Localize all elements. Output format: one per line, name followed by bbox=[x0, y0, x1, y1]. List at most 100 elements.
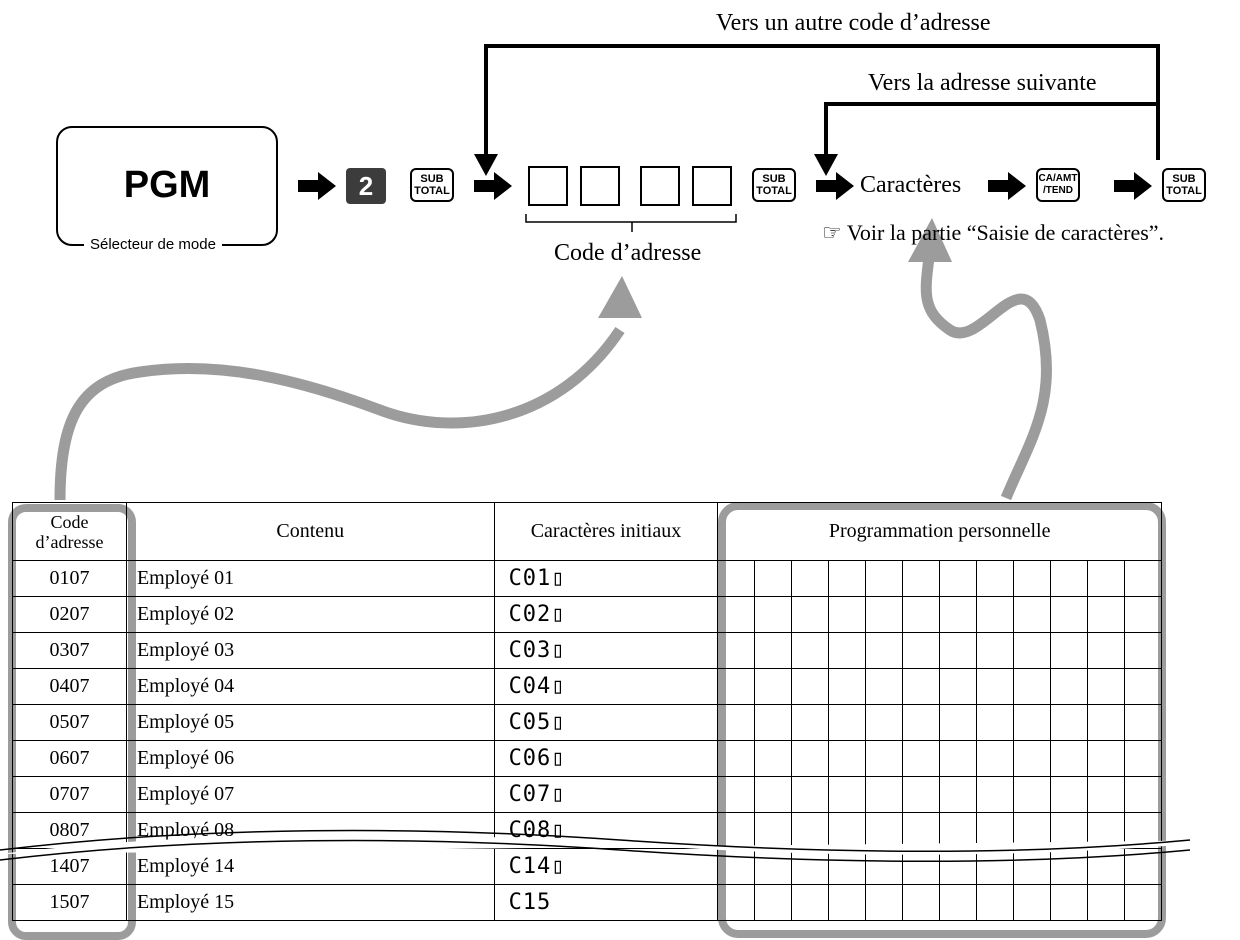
personal-programming-cell[interactable] bbox=[717, 776, 756, 813]
personal-programming-cell[interactable] bbox=[828, 668, 867, 705]
personal-programming-cell[interactable] bbox=[828, 632, 867, 669]
personal-programming-cell[interactable] bbox=[939, 704, 978, 741]
personal-programming-cell[interactable] bbox=[976, 704, 1014, 741]
personal-programming-cell[interactable] bbox=[902, 776, 941, 813]
personal-programming-cell[interactable] bbox=[902, 560, 941, 597]
personal-programming-cell[interactable] bbox=[1123, 884, 1163, 921]
personal-programming-cell[interactable] bbox=[976, 848, 1014, 885]
personal-programming-cell[interactable] bbox=[1123, 668, 1163, 705]
personal-programming-cell[interactable] bbox=[828, 704, 867, 741]
personal-programming-cell[interactable] bbox=[1086, 740, 1125, 777]
personal-programming-cell[interactable] bbox=[828, 560, 867, 597]
personal-programming-cell[interactable] bbox=[1049, 596, 1088, 633]
personal-programming-cell[interactable] bbox=[754, 596, 793, 633]
personal-programming-cell[interactable] bbox=[1086, 632, 1125, 669]
personal-programming-cell[interactable] bbox=[865, 812, 904, 849]
personal-programming-cell[interactable] bbox=[791, 596, 830, 633]
personal-programming-cell[interactable] bbox=[828, 884, 867, 921]
personal-programming-cell[interactable] bbox=[865, 560, 904, 597]
personal-programming-cell[interactable] bbox=[1049, 560, 1088, 597]
personal-programming-cell[interactable] bbox=[1086, 596, 1125, 633]
personal-programming-cell[interactable] bbox=[902, 884, 941, 921]
personal-programming-cell[interactable] bbox=[828, 596, 867, 633]
personal-programming-cell[interactable] bbox=[791, 632, 830, 669]
personal-programming-cell[interactable] bbox=[1086, 560, 1125, 597]
personal-programming-cell[interactable] bbox=[717, 668, 756, 705]
personal-programming-cell[interactable] bbox=[1049, 704, 1088, 741]
personal-programming-cell[interactable] bbox=[717, 812, 756, 849]
personal-programming-cell[interactable] bbox=[717, 632, 756, 669]
personal-programming-cell[interactable] bbox=[828, 776, 867, 813]
personal-programming-cell[interactable] bbox=[976, 596, 1014, 633]
personal-programming-cell[interactable] bbox=[1013, 884, 1051, 921]
personal-programming-cell[interactable] bbox=[754, 884, 793, 921]
personal-programming-cell[interactable] bbox=[976, 560, 1014, 597]
personal-programming-cell[interactable] bbox=[1049, 776, 1088, 813]
personal-programming-cell[interactable] bbox=[939, 776, 978, 813]
personal-programming-cell[interactable] bbox=[791, 740, 830, 777]
personal-programming-cell[interactable] bbox=[865, 776, 904, 813]
personal-programming-cell[interactable] bbox=[865, 704, 904, 741]
personal-programming-cell[interactable] bbox=[1013, 740, 1051, 777]
personal-programming-cell[interactable] bbox=[865, 740, 904, 777]
personal-programming-cell[interactable] bbox=[1086, 704, 1125, 741]
personal-programming-cell[interactable] bbox=[865, 668, 904, 705]
personal-programming-cell[interactable] bbox=[1013, 596, 1051, 633]
personal-programming-cell[interactable] bbox=[754, 776, 793, 813]
personal-programming-cell[interactable] bbox=[1049, 884, 1088, 921]
personal-programming-cell[interactable] bbox=[976, 668, 1014, 705]
personal-programming-cell[interactable] bbox=[939, 740, 978, 777]
personal-programming-cell[interactable] bbox=[754, 668, 793, 705]
personal-programming-cell[interactable] bbox=[1013, 632, 1051, 669]
personal-programming-cell[interactable] bbox=[791, 776, 830, 813]
personal-programming-cell[interactable] bbox=[976, 776, 1014, 813]
personal-programming-cell[interactable] bbox=[1049, 848, 1088, 885]
personal-programming-cell[interactable] bbox=[717, 740, 756, 777]
personal-programming-cell[interactable] bbox=[1123, 596, 1163, 633]
personal-programming-cell[interactable] bbox=[717, 560, 756, 597]
personal-programming-cell[interactable] bbox=[717, 596, 756, 633]
personal-programming-cell[interactable] bbox=[791, 560, 830, 597]
personal-programming-cell[interactable] bbox=[1086, 668, 1125, 705]
personal-programming-cell[interactable] bbox=[976, 884, 1014, 921]
personal-programming-cell[interactable] bbox=[1013, 776, 1051, 813]
personal-programming-cell[interactable] bbox=[754, 560, 793, 597]
personal-programming-cell[interactable] bbox=[754, 704, 793, 741]
personal-programming-cell[interactable] bbox=[717, 848, 756, 885]
personal-programming-cell[interactable] bbox=[1123, 704, 1163, 741]
personal-programming-cell[interactable] bbox=[939, 884, 978, 921]
personal-programming-cell[interactable] bbox=[1123, 776, 1163, 813]
personal-programming-cell[interactable] bbox=[865, 884, 904, 921]
personal-programming-cell[interactable] bbox=[1123, 740, 1163, 777]
personal-programming-cell[interactable] bbox=[902, 596, 941, 633]
personal-programming-cell[interactable] bbox=[1123, 632, 1163, 669]
personal-programming-cell[interactable] bbox=[1049, 668, 1088, 705]
personal-programming-cell[interactable] bbox=[902, 668, 941, 705]
personal-programming-cell[interactable] bbox=[1013, 848, 1051, 885]
personal-programming-cell[interactable] bbox=[1013, 668, 1051, 705]
personal-programming-cell[interactable] bbox=[902, 740, 941, 777]
personal-programming-cell[interactable] bbox=[939, 596, 978, 633]
personal-programming-cell[interactable] bbox=[1086, 776, 1125, 813]
personal-programming-cell[interactable] bbox=[976, 632, 1014, 669]
personal-programming-cell[interactable] bbox=[939, 668, 978, 705]
personal-programming-cell[interactable] bbox=[717, 704, 756, 741]
personal-programming-cell[interactable] bbox=[754, 740, 793, 777]
personal-programming-cell[interactable] bbox=[791, 704, 830, 741]
personal-programming-cell[interactable] bbox=[865, 632, 904, 669]
personal-programming-cell[interactable] bbox=[1049, 632, 1088, 669]
personal-programming-cell[interactable] bbox=[1013, 704, 1051, 741]
personal-programming-cell[interactable] bbox=[791, 884, 830, 921]
personal-programming-cell[interactable] bbox=[717, 884, 756, 921]
personal-programming-cell[interactable] bbox=[939, 560, 978, 597]
personal-programming-cell[interactable] bbox=[902, 632, 941, 669]
personal-programming-cell[interactable] bbox=[976, 740, 1014, 777]
personal-programming-cell[interactable] bbox=[791, 668, 830, 705]
personal-programming-cell[interactable] bbox=[828, 740, 867, 777]
personal-programming-cell[interactable] bbox=[1086, 884, 1125, 921]
personal-programming-cell[interactable] bbox=[1123, 560, 1163, 597]
personal-programming-cell[interactable] bbox=[939, 632, 978, 669]
personal-programming-cell[interactable] bbox=[1049, 740, 1088, 777]
personal-programming-cell[interactable] bbox=[865, 596, 904, 633]
personal-programming-cell[interactable] bbox=[902, 704, 941, 741]
